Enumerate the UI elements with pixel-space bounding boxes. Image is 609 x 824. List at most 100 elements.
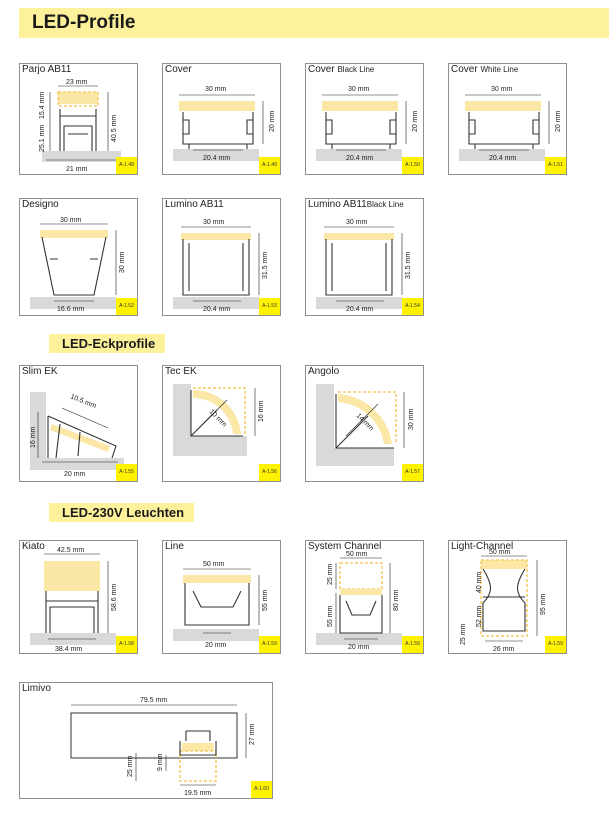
article-code: A-1.55 bbox=[116, 464, 137, 481]
dim-right: 16 mm bbox=[258, 400, 265, 422]
card-title: Cover White Line bbox=[451, 64, 518, 76]
card-parjo-ab11: Parjo AB11 23 mm 15.4 mm 25.1 mm 40.5 mm… bbox=[19, 63, 138, 175]
profile-drawing bbox=[70, 704, 247, 786]
card-title: Tec EK bbox=[165, 366, 197, 377]
article-code: A-1.51 bbox=[545, 157, 566, 174]
article-code: A-1.60 bbox=[251, 781, 272, 798]
article-code: A-1.57 bbox=[402, 464, 423, 481]
card-title: Lumino AB11Black Line bbox=[308, 199, 404, 211]
profile-drawing bbox=[173, 568, 260, 641]
dim-bottom: 16.6 mm bbox=[57, 306, 84, 313]
article-code: A-1.53 bbox=[259, 298, 280, 315]
dim-top: 30 mm bbox=[348, 86, 370, 93]
dim-top: 23 mm bbox=[66, 79, 88, 86]
dim-right: 30 mm bbox=[119, 251, 126, 273]
dim-bottom: 20 mm bbox=[205, 642, 227, 649]
dim-right: 30 mm bbox=[408, 408, 415, 430]
dim-top: 42.5 mm bbox=[57, 547, 84, 554]
card-title: Parjo AB11 bbox=[22, 64, 72, 75]
card-lumino-ab11-black-line: Lumino AB11Black Line 30 mm 31.5 mm 20.4… bbox=[305, 198, 424, 316]
article-code: A-1.49 bbox=[259, 157, 280, 174]
dim-bottom: 20 mm bbox=[64, 471, 86, 478]
dim-diag: 10 mm bbox=[208, 408, 228, 428]
card-cover-black-line: Cover Black Line 30 mm 20 mm 20.4 mm A-1… bbox=[305, 63, 424, 175]
card-title-main: Cover bbox=[308, 64, 335, 75]
dim-left: 16 mm bbox=[30, 426, 37, 448]
dim-right: 95 mm bbox=[540, 593, 547, 615]
dim-left-a: 15.4 mm bbox=[39, 92, 46, 119]
profile-drawing bbox=[316, 226, 403, 309]
dim-right: 58.6 mm bbox=[111, 584, 118, 611]
dim-bottom: 21 mm bbox=[66, 166, 88, 173]
dim-right: 80 mm bbox=[393, 589, 400, 611]
dim-right: 20 mm bbox=[412, 110, 419, 132]
profile-drawing bbox=[459, 94, 550, 161]
dim-top: 50 mm bbox=[346, 551, 368, 558]
profile-drawing bbox=[173, 226, 260, 309]
profile-drawing bbox=[173, 94, 264, 161]
card-title: Slim EK bbox=[22, 366, 58, 377]
dim-bottom: 20.4 mm bbox=[346, 306, 373, 313]
article-code: A-1.54 bbox=[402, 298, 423, 315]
card-system-channel: System Channel 50 mm 25 mm 55 mm 80 mm 2… bbox=[305, 540, 424, 654]
section-leuchten: LED-230V Leuchten bbox=[49, 503, 195, 522]
profile-drawing bbox=[30, 553, 116, 645]
dim-bottom: 20.4 mm bbox=[489, 155, 516, 162]
article-code: A-1.59 bbox=[402, 636, 423, 653]
card-kiato: Kiato 42.5 mm 58.6 mm 38.4 mm A-1.58 bbox=[19, 540, 138, 654]
dim-diag: 14 mm bbox=[355, 412, 375, 432]
section-eckprofile: LED-Eckprofile bbox=[49, 334, 166, 353]
article-code: A-1.50 bbox=[402, 157, 423, 174]
dim-left-b: 9 mm bbox=[157, 753, 164, 771]
card-title-sub: White Line bbox=[480, 65, 519, 74]
profile-drawing bbox=[30, 223, 117, 309]
dim-mid-b: 52 mm bbox=[476, 605, 483, 627]
card-title: Designo bbox=[22, 199, 59, 210]
dim-right: 27 mm bbox=[249, 723, 256, 745]
article-code: A-1.59 bbox=[259, 636, 280, 653]
dim-bottom: 20.4 mm bbox=[203, 306, 230, 313]
dim-right: 40.5 mm bbox=[111, 115, 118, 142]
dim-top: 30 mm bbox=[491, 86, 513, 93]
card-line: Line 50 mm 55 mm 20 mm A-1.59 bbox=[162, 540, 281, 654]
dim-right: 20 mm bbox=[269, 110, 276, 132]
dim-bottom: 20.4 mm bbox=[346, 155, 373, 162]
dim-top: 50 mm bbox=[203, 561, 225, 568]
card-title: Cover Black Line bbox=[308, 64, 374, 76]
profile-drawing bbox=[42, 85, 121, 162]
dim-left-b: 25.1 mm bbox=[39, 125, 46, 152]
dim-right: 20 mm bbox=[555, 110, 562, 132]
card-title-main: Cover bbox=[451, 64, 478, 75]
dim-bottom: 19.5 mm bbox=[184, 790, 211, 797]
dim-right: 55 mm bbox=[262, 589, 269, 611]
card-designo: Designo 30 mm 30 mm 16.6 mm A-1.52 bbox=[19, 198, 138, 316]
dim-left-b: 55 mm bbox=[327, 605, 334, 627]
card-cover: Cover 30 mm 20 mm 20.4 mm A-1.49 bbox=[162, 63, 281, 175]
dim-mid-a: 40 mm bbox=[476, 571, 483, 593]
card-title-main: Lumino AB11 bbox=[308, 199, 367, 210]
dim-top: 30 mm bbox=[203, 219, 225, 226]
card-title: Cover bbox=[165, 64, 192, 75]
card-title: System Channel bbox=[308, 541, 382, 552]
article-code: A-1.52 bbox=[116, 298, 137, 315]
card-title: Lumino AB11 bbox=[165, 199, 224, 210]
card-title: Line bbox=[165, 541, 184, 552]
profile-drawing bbox=[30, 392, 124, 470]
card-title: Kiato bbox=[22, 541, 45, 552]
profile-drawing bbox=[316, 384, 405, 466]
dim-left: 25 mm bbox=[460, 623, 467, 645]
dim-top: 79.5 mm bbox=[140, 697, 167, 704]
dim-left-a: 25 mm bbox=[327, 563, 334, 585]
card-title-sub: Black Line bbox=[337, 65, 375, 74]
dim-top: 30 mm bbox=[60, 217, 82, 224]
card-tec-ek: Tec EK 10 mm 16 mm A-1.56 bbox=[162, 365, 281, 482]
article-code: A-1.58 bbox=[116, 636, 137, 653]
dim-bottom: 20 mm bbox=[348, 644, 370, 651]
card-lumino-ab11: Lumino AB11 30 mm 31.5 mm 20.4 mm A-1.53 bbox=[162, 198, 281, 316]
dim-bottom: 26 mm bbox=[493, 646, 515, 653]
card-title-sub: Black Line bbox=[366, 200, 404, 209]
card-slim-ek: Slim EK 10.5 mm 16 mm 20 mm A-1.55 bbox=[19, 365, 138, 482]
card-title: Angolo bbox=[308, 366, 340, 377]
profile-drawing bbox=[480, 555, 538, 642]
card-light-channel: Light-Channel 50 mm 40 mm 52 mm 25 mm 95… bbox=[448, 540, 567, 654]
